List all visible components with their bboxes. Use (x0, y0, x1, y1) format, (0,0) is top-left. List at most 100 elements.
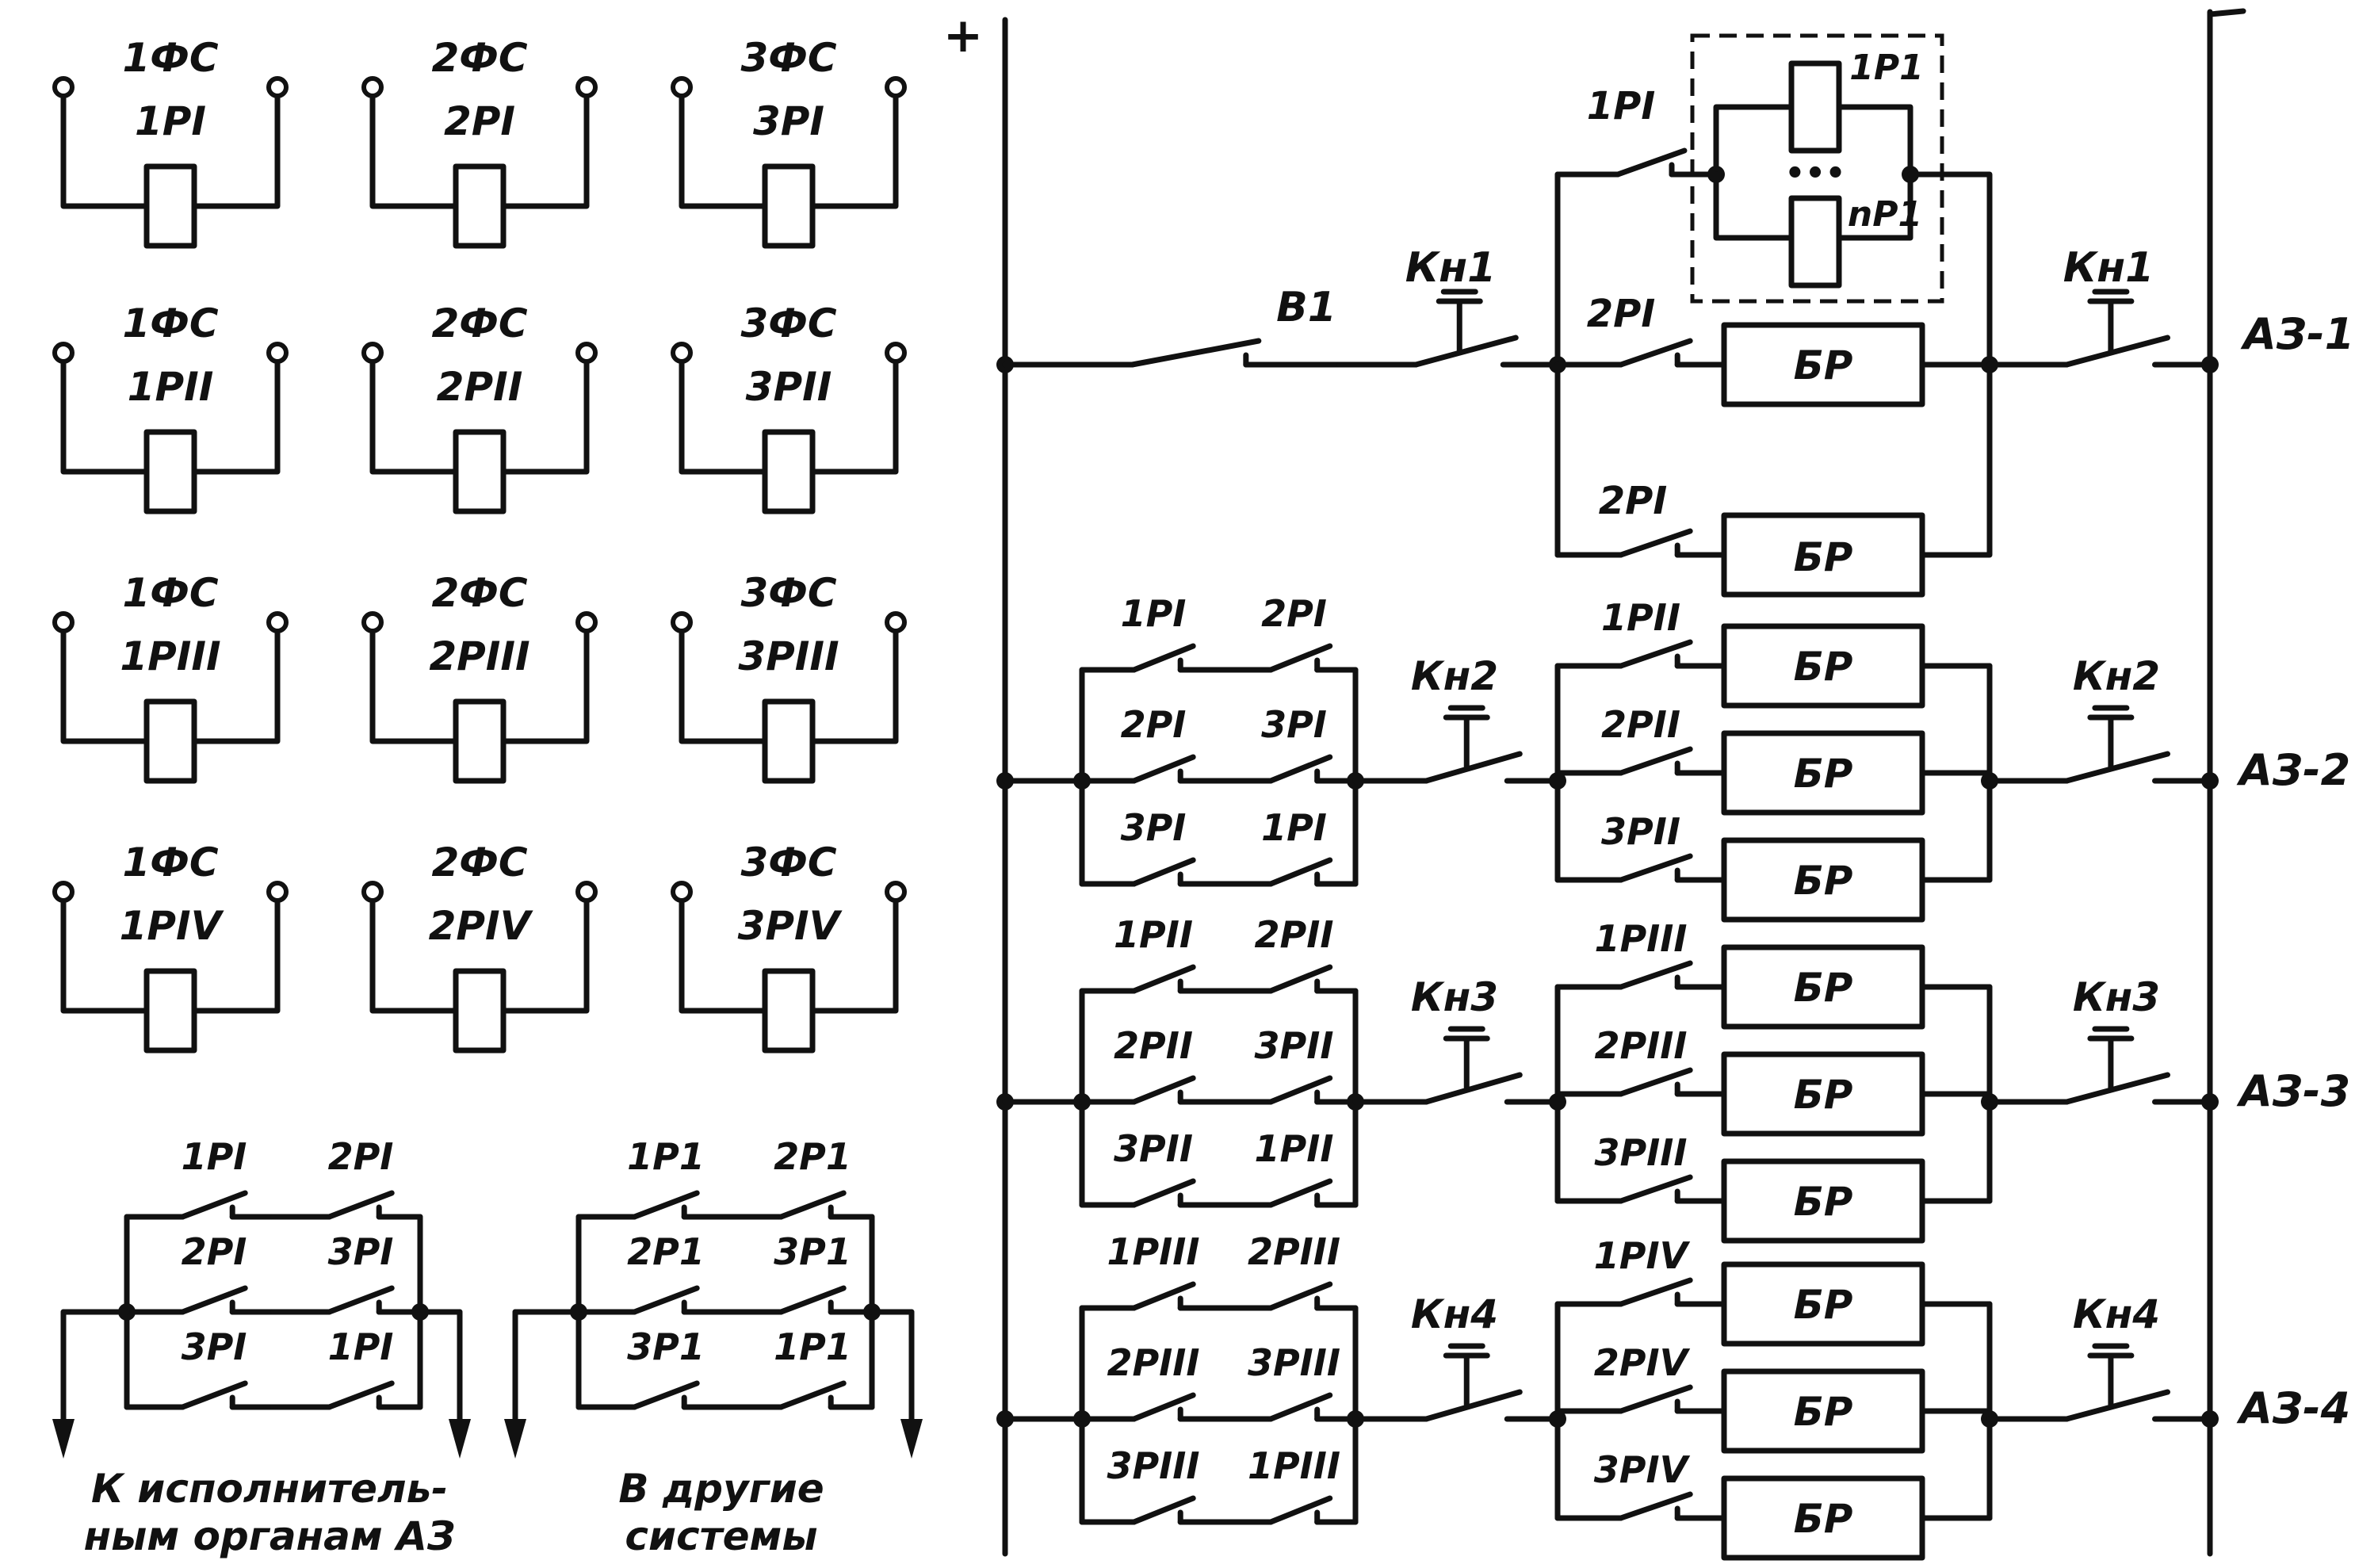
phase-label: 1ФС (122, 839, 218, 885)
relay-lead (809, 359, 899, 475)
terminal (361, 76, 384, 98)
contact-blade (631, 1380, 700, 1410)
relay-coil (453, 698, 507, 784)
contact-blade (1267, 964, 1333, 994)
contact-label: 1РI (328, 1325, 394, 1368)
coil-label: БР (1794, 1389, 1853, 1435)
phase-label: 3ФС (740, 570, 836, 616)
contact-blade (631, 1190, 700, 1220)
relay-coil (143, 968, 197, 1054)
contact-blade (1131, 1178, 1196, 1208)
terminal (575, 342, 598, 364)
contact-blade (1618, 1384, 1693, 1414)
contact-blade (1131, 754, 1196, 784)
coil-label: БР (1794, 1496, 1853, 1542)
relay-lead (369, 94, 459, 209)
contact-blade (326, 1285, 395, 1315)
terminal (575, 611, 598, 633)
contact-blade (1131, 1392, 1196, 1422)
relay-label: 3РIV (738, 903, 843, 949)
relay-lead (60, 359, 150, 475)
relay-lead (809, 629, 899, 744)
contact-blade (1131, 1075, 1196, 1105)
relay-box-frame (1690, 33, 1944, 304)
contact-label: 3РI (182, 1325, 247, 1368)
contact-blade (778, 1380, 847, 1410)
arrow-head (52, 1419, 75, 1459)
relay-lead (191, 898, 281, 1014)
contact-blade (778, 1190, 847, 1220)
contact-blade (1267, 1281, 1333, 1311)
relay-coil (762, 163, 816, 249)
phase-label: 3ФС (740, 300, 836, 346)
contact-blade (1618, 639, 1693, 669)
coil-label: БР (1794, 858, 1853, 904)
relay-label: 2РI (444, 98, 515, 144)
contact-blade (1267, 643, 1333, 673)
switch-b1-blade (1129, 338, 1262, 368)
contact-blade (1618, 960, 1693, 990)
contact-blade (1267, 1178, 1333, 1208)
relay-label: 1РIV (120, 903, 224, 949)
contact-label: 2РIII (1594, 1024, 1687, 1067)
contact-label: 2РI (328, 1135, 394, 1178)
contact-label: 2РIII (1107, 1341, 1199, 1384)
caption-line: В другие (618, 1466, 824, 1512)
caption-line: К исполнитель- (91, 1466, 448, 1512)
coil-label: БР (1794, 342, 1853, 388)
contact-blade (1618, 1174, 1693, 1204)
contact-blade (179, 1380, 248, 1410)
output-label: АЗ-1 (2240, 309, 2354, 359)
coil-label: БР (1794, 1282, 1853, 1328)
contact-blade (1618, 1277, 1693, 1307)
contact-blade (1131, 1281, 1196, 1311)
contact-blade (1267, 1495, 1333, 1525)
contact-label: 2Р1 (627, 1230, 705, 1273)
contact-1pi-blade (1615, 147, 1688, 178)
relay-coil (453, 163, 507, 249)
contact-blade (1267, 1075, 1333, 1105)
phase-label: 1ФС (122, 35, 218, 81)
contact-2pi-blade (1618, 338, 1693, 368)
button-blade (1423, 1389, 1523, 1422)
junction-dot (2201, 772, 2219, 790)
button-right-blade (2063, 1389, 2170, 1422)
contact-2pi-low-blade (1618, 528, 1693, 558)
contact-label: 1РIII (1248, 1444, 1340, 1487)
contact-label: 3Р1 (774, 1230, 851, 1273)
relay-box-label: nР1 (1848, 194, 1922, 235)
branch (1907, 171, 1993, 368)
contact-blade (1267, 754, 1333, 784)
contact-blade (1267, 1392, 1333, 1422)
terminal (361, 342, 384, 364)
button-label: Кн1 (1405, 244, 1497, 292)
relay-lead (809, 898, 899, 1014)
arrow-head (449, 1419, 471, 1459)
coil-label: БР (1794, 1179, 1853, 1225)
contact-blade (1131, 964, 1196, 994)
contact-label: 3РI (1261, 703, 1327, 746)
terminal (885, 76, 907, 98)
relay-lead (60, 629, 150, 744)
contact-blade (778, 1285, 847, 1315)
relay-label: 3РI (753, 98, 824, 144)
relay-lead (500, 359, 590, 475)
relay-lead (500, 94, 590, 209)
output-label: АЗ-2 (2236, 745, 2350, 795)
button-label: Кн3 (2073, 974, 2160, 1020)
terminal (266, 611, 289, 633)
relay-lead (500, 898, 590, 1014)
contact-label: 3РIII (1248, 1341, 1340, 1384)
output-label: АЗ-3 (2236, 1066, 2350, 1116)
contact-label: 3РIII (1594, 1131, 1687, 1174)
contact-label: 3РI (328, 1230, 394, 1273)
phase-label: 2ФС (431, 300, 527, 346)
terminal (671, 881, 693, 903)
terminal (361, 881, 384, 903)
terminal (52, 611, 75, 633)
phase-label: 2ФС (431, 839, 527, 885)
contact-blade (1618, 1067, 1693, 1097)
phase-label: 2ФС (431, 570, 527, 616)
caption-line: ным органам АЗ (84, 1513, 456, 1559)
relay-coil (143, 698, 197, 784)
